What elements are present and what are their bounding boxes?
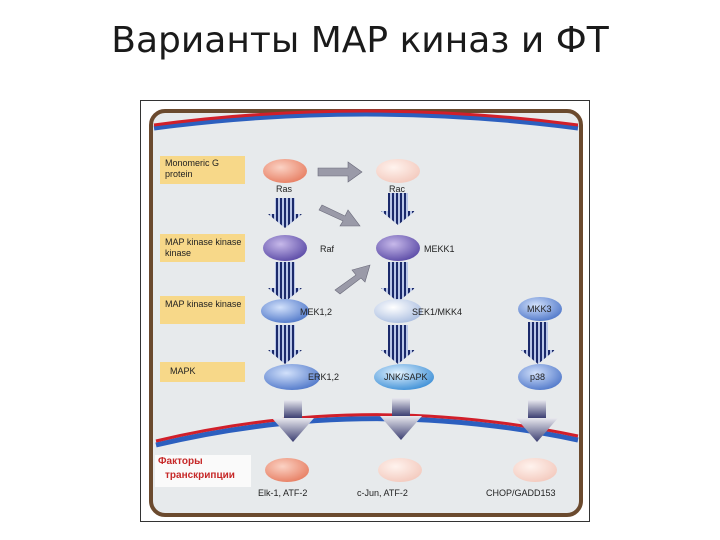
level-box-g-protein [160, 156, 245, 184]
level-box-mapk [160, 362, 245, 382]
slide-title: Варианты МАР киназ и ФТ [111, 20, 609, 61]
nuclear-membrane-blue [155, 416, 579, 448]
striped-arrows-col1 [268, 198, 302, 364]
node-mekk1 [376, 235, 420, 261]
label-jnk: JNK/SAPK [384, 372, 428, 382]
level-box-map2k [160, 296, 245, 324]
node-tf1 [265, 458, 309, 482]
label-ras: Ras [276, 184, 293, 194]
label-mek12: MEK1,2 [300, 307, 333, 317]
tf-caption-box [155, 455, 251, 487]
label-rac: Rac [389, 184, 406, 194]
level-label-mapk: MAPK [170, 366, 196, 376]
label-p38: p38 [530, 372, 546, 382]
top-membrane-blue [153, 111, 579, 131]
node-tf2 [378, 458, 422, 482]
arrow-ras-to-rac [317, 161, 363, 183]
node-jnk [374, 364, 434, 390]
label-erk12: ERK1,2 [308, 372, 340, 382]
node-mkk3 [518, 297, 562, 321]
label-target-2: c-Jun, ATF-2 [357, 488, 408, 498]
node-p38 [518, 364, 562, 390]
node-rac [376, 159, 420, 183]
nuclear-membrane-red [155, 413, 579, 443]
striped-arrows-col3 [521, 322, 555, 364]
node-tf3 [513, 458, 557, 482]
node-ras [263, 159, 307, 183]
arrow-ras-to-mekk1 [318, 204, 361, 227]
label-target-3: CHOP/GADD153 [486, 488, 556, 498]
level-label-g-protein: Monomeric G protein [165, 158, 220, 179]
top-membrane-red [153, 109, 579, 127]
arrow-mekk1-to-mek [334, 264, 371, 295]
label-raf: Raf [320, 244, 335, 254]
striped-arrows-col2 [381, 193, 415, 364]
label-mekk1: MEKK1 [424, 244, 455, 254]
level-box-map3k [160, 234, 245, 262]
label-sek1: SEK1/MKK4 [412, 307, 463, 317]
label-target-1: Elk-1, ATF-2 [258, 488, 308, 498]
label-mkk3: MKK3 [527, 304, 552, 314]
tf-caption-line2: транскрипции [165, 470, 235, 481]
tf-caption-line1: Факторы [158, 456, 203, 467]
node-raf [263, 235, 307, 261]
nuclear-entry-arrows [272, 398, 558, 442]
level-label-map3k: MAP kinase kinase kinase [165, 237, 242, 258]
node-sek1 [374, 299, 422, 323]
level-label-map2k: MAP kinase kinase [165, 299, 242, 309]
node-mek12 [261, 299, 309, 323]
node-erk12 [264, 364, 320, 390]
